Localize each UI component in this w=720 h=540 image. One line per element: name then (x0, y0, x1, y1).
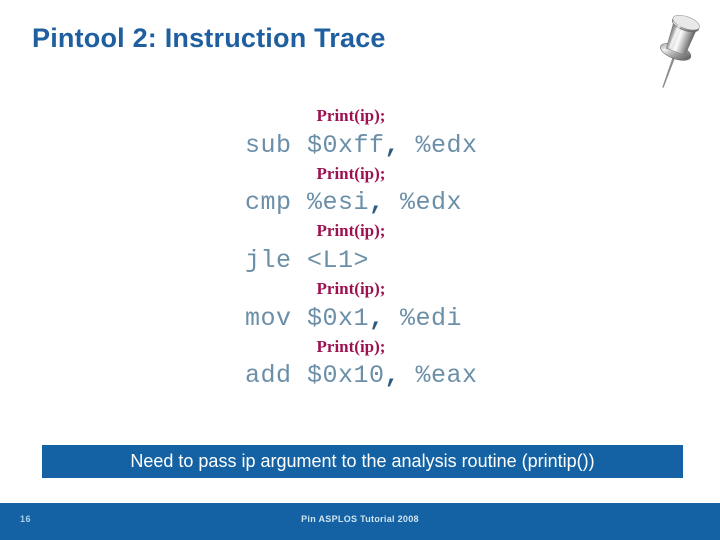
footer-center-text: Pin ASPLOS Tutorial 2008 (301, 514, 419, 524)
asm-instruction-line: cmp %esi, %edx (245, 188, 463, 218)
asm-instruction-line: jle <L1> (245, 245, 370, 275)
trace-row: Print(ip); mov $0x1, %edi (0, 277, 720, 335)
callout-banner: Need to pass ip argument to the analysis… (42, 445, 683, 478)
trace-row: Print(ip); sub $0xff, %edx (0, 104, 720, 162)
footer-page-number: 16 (20, 514, 32, 524)
print-call-line: Print(ip); (316, 221, 386, 241)
print-call-line: Print(ip); (316, 278, 386, 298)
print-call-line: Print(ip); (316, 336, 386, 356)
trace-row: Print(ip); add $0x10, %eax (0, 335, 720, 393)
footer-bar: 16 Pin ASPLOS Tutorial 2008 (0, 503, 720, 540)
page-title: Pintool 2: Instruction Trace (32, 23, 386, 53)
print-call-line: Print(ip); (316, 163, 386, 183)
instruction-trace-listing: Print(ip); sub $0xff, %edx Print(ip); cm… (0, 104, 720, 392)
asm-instruction-line: add $0x10, %eax (245, 361, 478, 391)
asm-instruction-line: mov $0x1, %edi (245, 303, 463, 333)
trace-row: Print(ip); cmp %esi, %edx (0, 162, 720, 220)
trace-row: Print(ip); jle <L1> (0, 219, 720, 277)
callout-text: Need to pass ip argument to the analysis… (130, 451, 595, 471)
print-call-line: Print(ip); (316, 106, 386, 125)
pushpin-icon (648, 2, 706, 94)
asm-instruction-line: sub $0xff, %edx (245, 130, 478, 160)
